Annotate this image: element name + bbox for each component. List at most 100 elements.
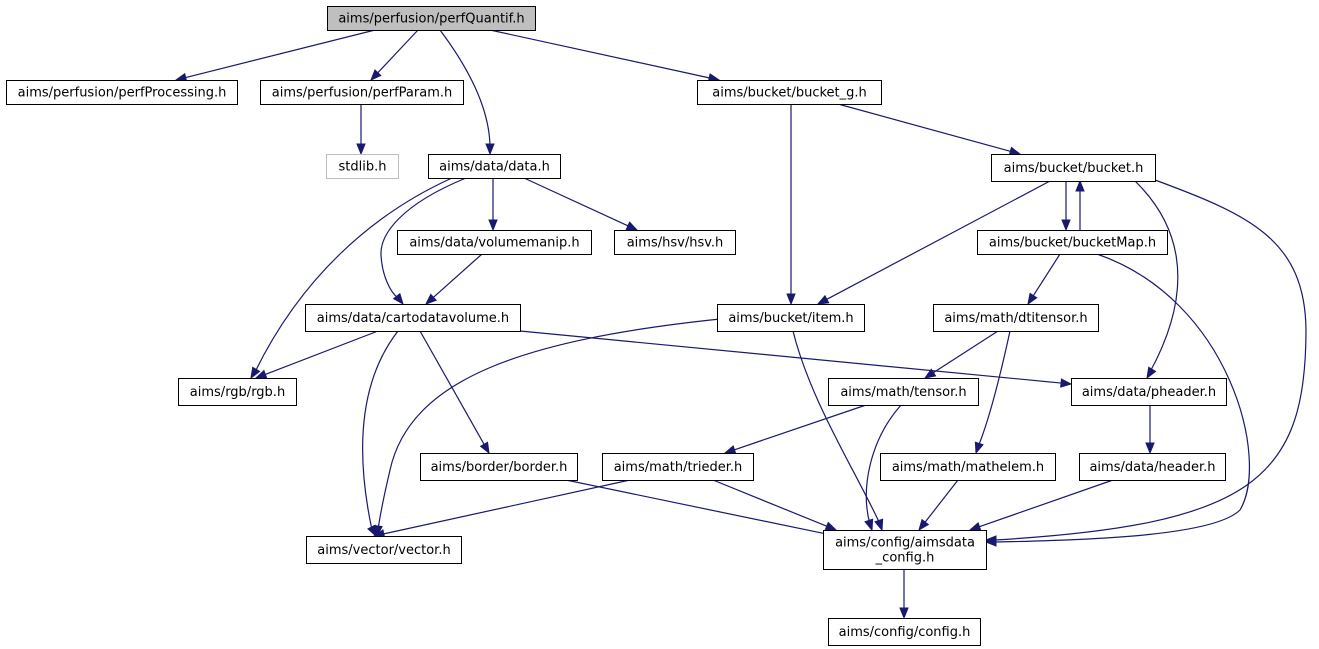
edge-bucket-to-bucketMap (1061, 181, 1071, 232)
node-hsv[interactable]: aims/hsv/hsv.h (614, 230, 736, 255)
node-header[interactable]: aims/data/header.h (1079, 453, 1226, 481)
node-label: aims/bucket/item.h (728, 311, 853, 326)
edge-volumemanip-to-cartodatavolume (424, 253, 483, 305)
node-config[interactable]: aims/config/config.h (828, 618, 981, 646)
node-aimsdata-config[interactable]: aims/config/aimsdata_config.h (823, 530, 987, 570)
edge-data-to-volumemanip (488, 178, 498, 232)
edge-dtitensor-to-tensor (923, 330, 999, 379)
node-border[interactable]: aims/border/border.h (420, 453, 578, 481)
edges-layer (174, 29, 1307, 620)
node-label: aims/vector/vector.h (317, 543, 450, 558)
node-box (880, 453, 1056, 481)
node-perfProcessing[interactable]: aims/perfusion/perfProcessing.h (6, 80, 238, 105)
node-perfParam[interactable]: aims/perfusion/perfParam.h (260, 80, 464, 105)
node-box (977, 230, 1168, 255)
node-label: aims/math/trieder.h (614, 460, 743, 475)
edge-bucket_g-to-item (786, 104, 796, 306)
edge-data-to-hsv (523, 177, 639, 231)
edge-bucketMap-to-dtitensor (1027, 253, 1061, 306)
node-rgb[interactable]: aims/rgb/rgb.h (178, 378, 297, 406)
edge-cartodatavolume-to-pheader (519, 330, 1073, 388)
node-bucketMap[interactable]: aims/bucket/bucketMap.h (977, 230, 1168, 255)
node-box (178, 378, 297, 406)
edge-arrowhead (250, 366, 261, 380)
node-box (828, 618, 981, 646)
edge-line (712, 479, 827, 527)
edge-line (377, 318, 721, 531)
edge-line (994, 253, 1251, 543)
edge-bucket-to-item (816, 180, 1051, 305)
edge-perfParam-to-stdlib (356, 104, 366, 156)
edge-data-to-rgb (250, 177, 453, 380)
edge-arrowhead (824, 521, 838, 531)
edge-line (254, 177, 453, 373)
node-box (428, 154, 561, 179)
node-box (306, 536, 462, 564)
edge-arrowhead (968, 522, 982, 532)
edge-line (377, 29, 419, 74)
edge-arrowhead (356, 143, 366, 156)
edge-arrowhead (1060, 378, 1073, 388)
node-data[interactable]: aims/data/data.h (428, 154, 561, 179)
node-tensor[interactable]: aims/math/tensor.h (828, 378, 979, 406)
node-box (614, 230, 736, 255)
node-label: aims/perfusion/perfQuantif.h (338, 12, 524, 27)
edge-arrowhead (1075, 179, 1085, 192)
edge-perfQuantif-to-perfProcessing (174, 29, 376, 83)
edge-pheader-to-header (1145, 405, 1155, 455)
node-vector[interactable]: aims/vector/vector.h (306, 536, 462, 564)
edge-line (837, 103, 1011, 152)
node-bucket[interactable]: aims/bucket/bucket.h (991, 154, 1156, 182)
node-bucket-g[interactable]: aims/bucket/bucket_g.h (697, 80, 882, 105)
edge-tensor-to-aimsdata_config (864, 404, 902, 532)
edge-perfQuantif-to-data (439, 29, 495, 156)
edge-arrowhead (899, 607, 909, 620)
node-box (933, 304, 1099, 332)
node-pheader[interactable]: aims/data/pheader.h (1071, 378, 1227, 406)
node-box (602, 453, 754, 481)
node-box (305, 304, 521, 332)
edge-dtitensor-to-mathelem (974, 330, 1011, 455)
edge-mathelem-to-aimsdata_config (918, 479, 959, 532)
edge-arrowhead (786, 293, 796, 306)
nodes-layer: aims/perfusion/perfQuantif.h aims/perfusi… (6, 6, 1227, 646)
node-label: aims/bucket/bucket_g.h (712, 86, 867, 101)
node-label: aims/config/config.h (839, 625, 971, 640)
edge-line (383, 479, 631, 535)
edge-line (933, 330, 999, 374)
edge-aimsdata_config-to-config (899, 569, 909, 620)
node-box (326, 154, 399, 179)
node-trieder[interactable]: aims/math/trieder.h (602, 453, 754, 481)
node-item[interactable]: aims/bucket/item.h (717, 304, 865, 332)
edge-arrowhead (370, 69, 382, 81)
edge-arrowhead (974, 441, 984, 455)
edge-header-to-aimsdata_config (968, 479, 1114, 532)
edge-trieder-to-aimsdata_config (712, 479, 838, 531)
edge-border-to-aimsdata_config (565, 479, 838, 539)
edge-arrowhead (485, 143, 495, 156)
edge-arrowhead (479, 441, 490, 455)
edge-cartodatavolume-to-border (419, 330, 490, 455)
edge-line (826, 180, 1051, 300)
node-cartodatavolume[interactable]: aims/data/cartodatavolume.h (305, 304, 521, 332)
node-box (260, 80, 464, 105)
edge-tensor-to-trieder (723, 404, 867, 455)
edge-arrowhead (864, 518, 874, 532)
edge-line (519, 330, 1062, 384)
node-label: aims/rgb/rgb.h (190, 385, 285, 400)
node-volumemanip[interactable]: aims/data/volumemanip.h (397, 230, 592, 255)
edge-line (185, 29, 376, 79)
node-dtitensor[interactable]: aims/math/dtitensor.h (933, 304, 1099, 332)
edge-line (523, 177, 629, 227)
node-perfQuantif[interactable]: aims/perfusion/perfQuantif.h (327, 6, 536, 31)
node-label: _config.h (875, 551, 935, 566)
edge-line (433, 253, 483, 298)
edge-arrowhead (984, 537, 997, 547)
edge-arrowhead (1145, 442, 1155, 455)
node-box (420, 453, 578, 481)
node-label: aims/bucket/bucket.h (1004, 161, 1144, 176)
edge-arrowhead (373, 525, 383, 538)
edge-arrowhead (1027, 292, 1038, 306)
node-mathelem[interactable]: aims/math/mathelem.h (880, 453, 1056, 481)
